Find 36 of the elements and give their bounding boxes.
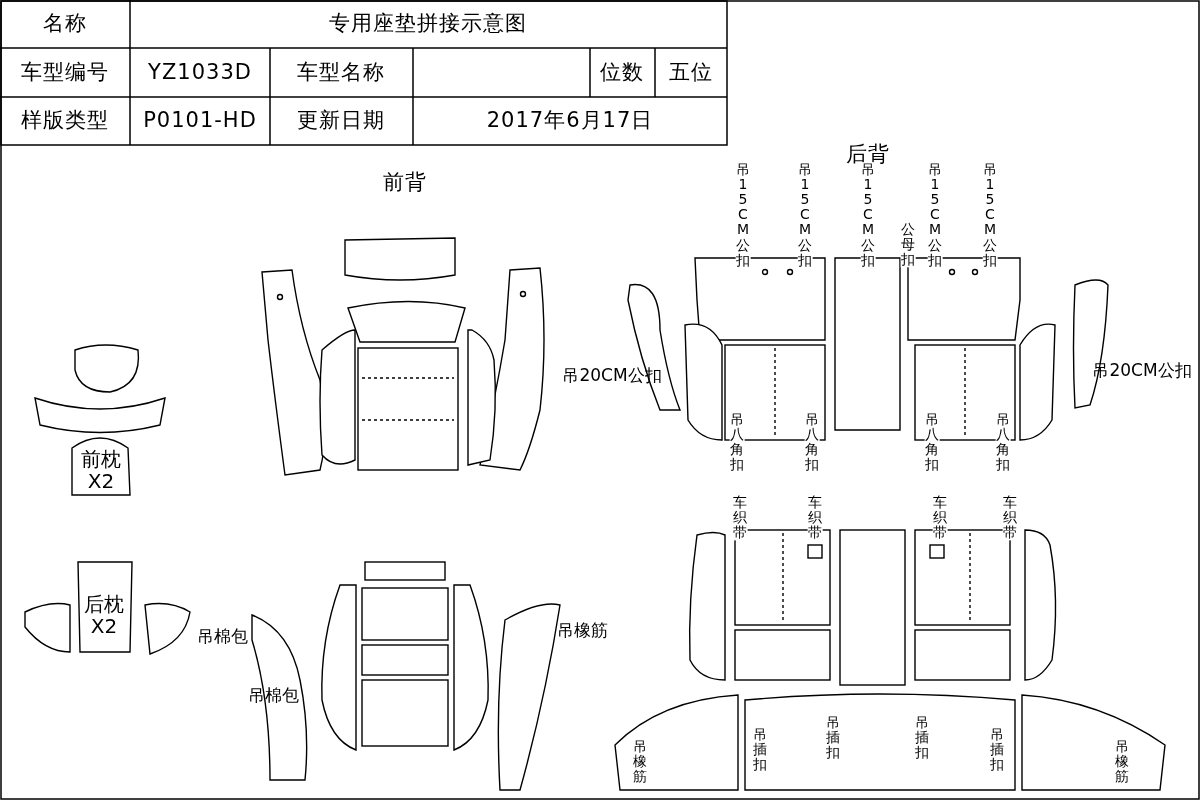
title-text: 专用座垫拼接示意图: [329, 12, 527, 36]
piece-label: 吊棉包: [196, 626, 248, 646]
piece-label: 吊插扣: [989, 727, 1005, 773]
piece-label: 吊八角扣: [804, 411, 820, 473]
field-label: 车型编号: [21, 61, 109, 85]
field-value: P0101-HD: [143, 109, 257, 133]
piece-label: 吊橡筋: [1114, 739, 1130, 785]
piece-label: 吊插扣: [752, 727, 768, 773]
section-title: 前背: [383, 171, 427, 195]
piece-label: 公母扣: [900, 222, 916, 268]
piece-label: 吊橡筋: [556, 620, 608, 640]
piece-label: 吊15CM公扣: [927, 162, 943, 268]
field-label: 样版类型: [21, 109, 109, 133]
piece-label: 后枕 X2: [83, 593, 125, 637]
piece-label: 车织带: [807, 495, 823, 541]
piece-label: 吊八角扣: [729, 411, 745, 473]
piece-label: 吊插扣: [825, 715, 841, 761]
field-value: YZ1033D: [148, 61, 252, 85]
piece-label: 吊15CM公扣: [735, 162, 751, 268]
piece-label: 前枕 X2: [80, 448, 122, 492]
field-value: 2017年6月17日: [486, 109, 654, 133]
field-label: 名称: [43, 12, 87, 36]
field-label: 位数: [600, 61, 644, 85]
piece-label: 吊棉包: [247, 685, 299, 705]
piece-label: 吊八角扣: [995, 411, 1011, 473]
piece-label: 吊八角扣: [924, 411, 940, 473]
piece-label: 车织带: [732, 495, 748, 541]
field-label: 更新日期: [297, 109, 385, 133]
field-value: 五位: [669, 61, 713, 85]
piece-label: 车织带: [932, 495, 948, 541]
piece-label: 吊插扣: [914, 715, 930, 761]
piece-label: 车织带: [1002, 495, 1018, 541]
field-label: 车型名称: [297, 61, 385, 85]
piece-label: 吊橡筋: [632, 739, 648, 785]
piece-label: 吊15CM公扣: [797, 162, 813, 268]
piece-label: 吊15CM公扣: [982, 162, 998, 268]
